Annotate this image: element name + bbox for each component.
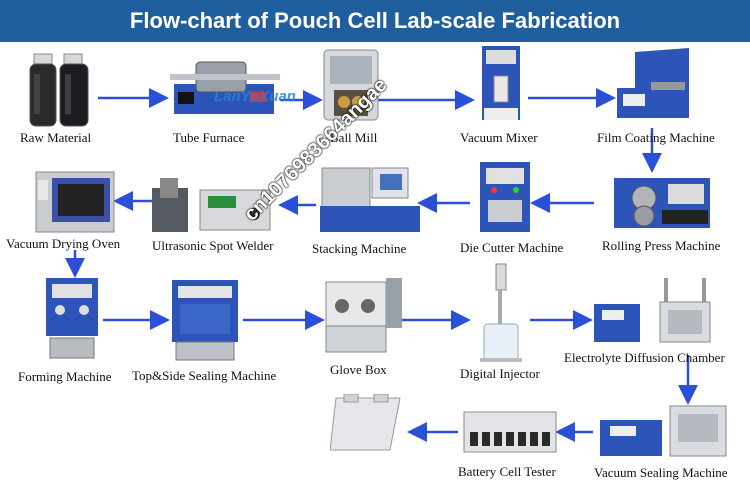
step-label: Vacuum Drying Oven bbox=[6, 236, 121, 251]
die-cutter-machine-icon bbox=[480, 162, 530, 232]
step-label: Glove Box bbox=[330, 362, 387, 377]
step-label: Tube Furnace bbox=[173, 130, 245, 145]
step-label: Ball Mill bbox=[330, 130, 378, 145]
step-label: Vacuum Mixer bbox=[460, 130, 538, 145]
page-title: Flow-chart of Pouch Cell Lab-scale Fabri… bbox=[129, 8, 621, 33]
electrolyte-diffusion-chamber-icon bbox=[594, 278, 711, 343]
rolling-press-machine-icon bbox=[614, 178, 710, 228]
glove-box-icon bbox=[325, 278, 402, 353]
vacuum-sealing-machine-icon bbox=[600, 405, 727, 457]
stacking-machine-icon bbox=[320, 167, 420, 232]
step-label: Electrolyte Diffusion Chamber bbox=[564, 350, 725, 365]
ball-mill-icon bbox=[323, 49, 379, 121]
title-banner bbox=[0, 0, 750, 42]
digital-injector-icon bbox=[480, 263, 522, 362]
vacuum-mixer-icon bbox=[482, 46, 520, 120]
film-coating-machine-icon bbox=[617, 48, 689, 118]
step-label: Digital Injector bbox=[460, 366, 540, 381]
step-label: Top&Side Sealing Machine bbox=[132, 368, 277, 383]
step-label: Raw Material bbox=[20, 130, 92, 145]
pouch-cell-icon bbox=[330, 394, 401, 451]
step-label: Stacking Machine bbox=[312, 241, 407, 256]
step-label: Die Cutter Machine bbox=[460, 240, 564, 255]
forming-machine-icon bbox=[46, 278, 98, 359]
raw-material-bottles-icon bbox=[29, 53, 89, 127]
tube-furnace-icon bbox=[170, 61, 280, 114]
ultrasonic-spot-welder-icon bbox=[152, 178, 271, 232]
vacuum-drying-oven-icon bbox=[35, 171, 115, 233]
battery-cell-tester-icon bbox=[463, 411, 557, 453]
step-label: Forming Machine bbox=[18, 369, 112, 384]
step-label: Battery Cell Tester bbox=[458, 464, 556, 479]
step-label: Film Coating Machine bbox=[597, 130, 715, 145]
logo-watermark: LanYoXuan bbox=[214, 88, 296, 105]
step-label: Ultrasonic Spot Welder bbox=[152, 238, 274, 253]
step-label: Vacuum Sealing Machine bbox=[594, 465, 728, 480]
top-side-sealing-machine-icon bbox=[172, 280, 238, 361]
step-label: Rolling Press Machine bbox=[602, 238, 721, 253]
